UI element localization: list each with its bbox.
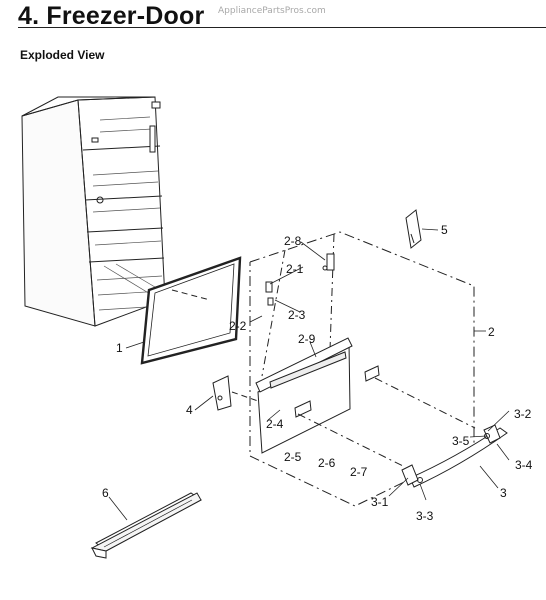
callout-6: 6	[102, 486, 109, 500]
callout-2-4: 2-4	[266, 417, 284, 431]
callout-2-3: 2-3	[288, 308, 306, 322]
callout-3-4: 3-4	[515, 458, 533, 472]
callout-2-6: 2-6	[318, 456, 336, 470]
callout-4: 4	[186, 403, 193, 417]
part-1-gasket	[140, 256, 242, 365]
callout-3-5: 3-5	[452, 434, 470, 448]
part-2-door-assembly	[249, 231, 476, 507]
callout-2: 2	[488, 325, 495, 339]
callout-2-9: 2-9	[298, 332, 316, 346]
callout-3-3: 3-3	[416, 509, 434, 523]
title-divider	[18, 27, 546, 28]
section-label: Exploded View	[20, 48, 105, 62]
part-5-upper-hinge	[405, 209, 422, 249]
callout-3-2: 3-2	[514, 407, 532, 421]
part-3-handle	[401, 424, 508, 488]
callout-2-8: 2-8	[284, 234, 302, 248]
callout-2-5: 2-5	[284, 450, 302, 464]
refrigerator-cabinet	[21, 96, 166, 327]
callout-3: 3	[500, 486, 507, 500]
callout-2-7: 2-7	[350, 465, 368, 479]
callout-2-1: 2-1	[286, 262, 304, 276]
part-4-lower-hinge	[212, 375, 259, 411]
callout-5: 5	[441, 223, 448, 237]
part-6-door-bin	[90, 492, 202, 559]
page-title: 4. Freezer-Door	[18, 2, 205, 30]
callout-3-1: 3-1	[371, 495, 389, 509]
callout-2-2: 2-2	[229, 319, 247, 333]
callout-1: 1	[116, 341, 123, 355]
site-watermark: AppliancePartsPros.com	[218, 6, 326, 16]
